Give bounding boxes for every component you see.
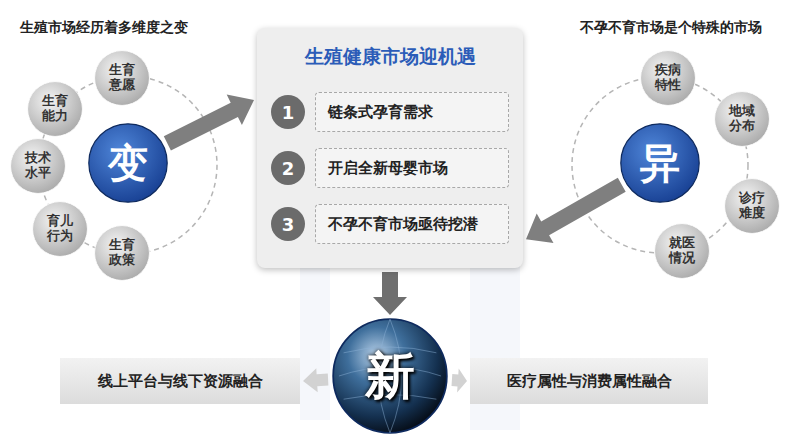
opportunity-panel: 生殖健康市场迎机遇 1 链条式孕育需求 2 开启全新母婴市场 3 不孕不育市场亟待挖潜 (257, 28, 523, 268)
factor-label: 疾病特性 (655, 63, 681, 93)
factor-label: 诊疗难度 (739, 191, 765, 221)
factor-circle: 疾病特性 (640, 50, 696, 106)
fusion-box: 线上平台与线下资源融合 (60, 358, 300, 404)
factor-circle: 生育能力 (27, 81, 83, 137)
factor-label: 技术水平 (25, 151, 51, 181)
center-label: 变 (108, 136, 148, 191)
factor-label: 地域分布 (729, 104, 755, 134)
factor-circle: 诊疗难度 (724, 178, 780, 234)
numbered-item: 1 链条式孕育需求 (271, 92, 509, 132)
factor-circle: 生育意愿 (94, 50, 150, 106)
factor-circle: 技术水平 (10, 138, 66, 194)
factor-label: 生育能力 (42, 94, 68, 124)
item-box: 开启全新母婴市场 (315, 148, 509, 188)
factor-circle: 地域分布 (714, 91, 770, 147)
factor-label: 生育意愿 (109, 63, 135, 93)
block-arrow (303, 368, 328, 392)
panel-title: 生殖健康市场迎机遇 (257, 44, 523, 70)
factor-label: 育儿行为 (47, 214, 73, 244)
factor-circle: 生育政策 (94, 225, 150, 281)
box-label: 医疗属性与消费属性融合 (507, 372, 672, 391)
heading-label: 生殖市场经历着多维度之变 (20, 19, 188, 37)
center-label: 新 (365, 343, 415, 410)
callout-number: 3 (271, 207, 305, 241)
fusion-box: 医疗属性与消费属性融合 (470, 358, 708, 404)
item-box: 链条式孕育需求 (315, 92, 509, 132)
factor-circle: 就医情况 (654, 223, 710, 279)
numbered-item: 2 开启全新母婴市场 (271, 148, 509, 188)
box-label: 线上平台与线下资源融合 (98, 372, 263, 391)
factor-label: 就医情况 (669, 236, 695, 266)
block-arrow (373, 272, 407, 315)
numbered-item: 3 不孕不育市场亟待挖潜 (271, 204, 509, 244)
block-arrow (452, 368, 468, 392)
factor-label: 生育政策 (109, 238, 135, 268)
factor-circle: 育儿行为 (32, 201, 88, 257)
callout-number: 1 (271, 95, 305, 129)
center-label: 异 (640, 136, 680, 191)
heading-label: 不孕不育市场是个特殊的市场 (580, 19, 762, 37)
center-circle: 异 (620, 123, 700, 203)
item-box: 不孕不育市场亟待挖潜 (315, 204, 509, 244)
callout-number: 2 (271, 151, 305, 185)
block-arrow (164, 95, 254, 151)
center-circle: 变 (88, 123, 168, 203)
block-arrow (526, 178, 626, 243)
globe-circle: 新 (332, 318, 448, 434)
